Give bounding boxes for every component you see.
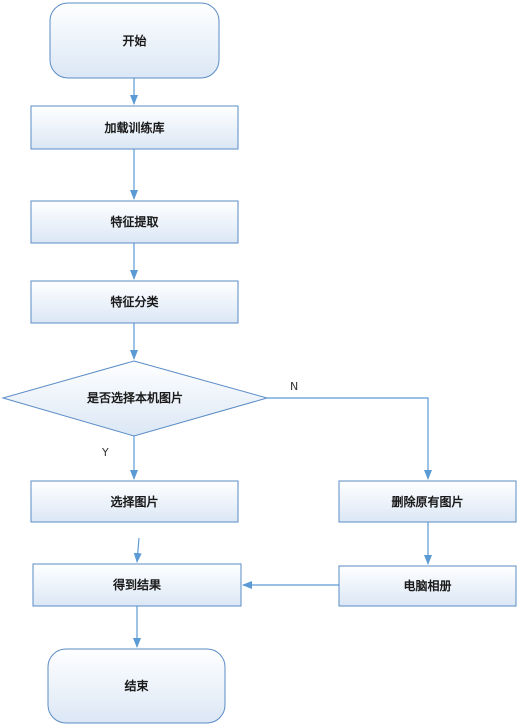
- node-result: 得到结果: [32, 563, 242, 607]
- node-feature-classify: 特征分类: [30, 280, 239, 324]
- node-load-db: 加载训练库: [30, 105, 239, 150]
- node-start: 开始: [49, 2, 220, 79]
- node-load-db-label: 加载训练库: [103, 120, 164, 135]
- node-result-label: 得到结果: [112, 577, 161, 592]
- node-computer-album: 电脑相册: [338, 565, 517, 607]
- node-feature-extract: 特征提取: [30, 200, 239, 244]
- node-feature-extract-label: 特征提取: [110, 214, 158, 229]
- node-start-label: 开始: [122, 33, 146, 48]
- edge-label-yes: Y: [101, 446, 109, 459]
- node-decision-label: 是否选择本机图片: [86, 390, 183, 405]
- connectors: [130, 78, 432, 648]
- node-decision: 是否选择本机图片: [1, 360, 269, 437]
- node-end-label: 结束: [124, 678, 149, 693]
- node-select-image-label: 选择图片: [110, 494, 158, 509]
- node-computer-album-label: 电脑相册: [403, 578, 451, 593]
- node-end: 结束: [47, 648, 226, 724]
- edge-select-to-result: [133, 537, 142, 563]
- node-select-image: 选择图片: [30, 480, 239, 523]
- node-delete-image: 删除原有图片: [338, 480, 517, 523]
- node-feature-classify-label: 特征分类: [110, 294, 159, 309]
- node-delete-image-label: 删除原有图片: [391, 494, 463, 509]
- edge-decision-no: [267, 397, 432, 480]
- edge-label-no: N: [290, 380, 298, 393]
